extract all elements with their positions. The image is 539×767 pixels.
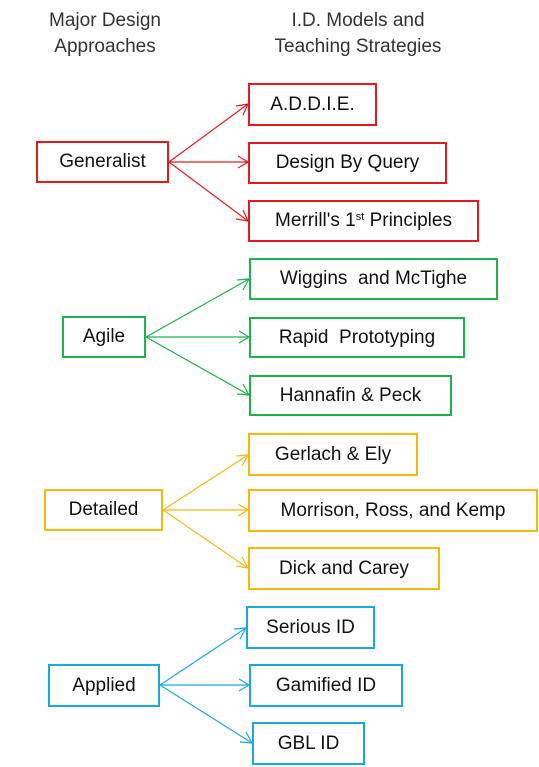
model-label-morrison-ross-kemp: Morrison, Ross, and Kemp xyxy=(280,499,506,521)
model-label-gbl-id: GBL ID xyxy=(277,732,340,754)
merrill-ordinal-suffix: st xyxy=(355,211,365,223)
model-box-wiggins-mctighe: Wiggins and McTighe xyxy=(249,258,498,300)
model-box-merrills-principles: Merrill's 1st Principles xyxy=(248,200,479,242)
generalist-arrows xyxy=(168,103,250,222)
model-box-rapid-prototyping: Rapid Prototyping xyxy=(249,317,465,358)
model-label-dick-carey: Dick and Carey xyxy=(279,557,409,579)
approaches-header-line-2: Approaches xyxy=(54,36,156,57)
approaches-header-line-1: Major Design xyxy=(49,10,161,31)
model-label-wiggins-mctighe: Wiggins and McTighe xyxy=(279,268,468,289)
model-box-gbl-id: GBL ID xyxy=(252,722,365,765)
models-header-line-1: I.D. Models and xyxy=(291,10,425,31)
applied-arrows xyxy=(159,627,254,744)
arrow-applied-gbl xyxy=(159,684,253,744)
agile-arrows xyxy=(145,278,251,396)
arrow-applied-serious xyxy=(159,627,247,686)
model-label-gamified-id: Gamified ID xyxy=(275,674,377,696)
merrill-text-end: Principles xyxy=(364,210,452,231)
model-box-gerlach-ely: Gerlach & Ely xyxy=(248,433,418,476)
approach-box-agile: Agile xyxy=(62,316,146,358)
model-label-design-by-query: Design By Query xyxy=(275,152,420,173)
model-box-design-by-query: Design By Query xyxy=(248,142,447,184)
approach-label-agile: Agile xyxy=(82,326,126,347)
model-box-dick-carey: Dick and Carey xyxy=(248,547,440,590)
model-label-gerlach-ely: Gerlach & Ely xyxy=(274,443,392,465)
arrow-agile-wiggins xyxy=(145,278,250,338)
approach-box-detailed: Detailed xyxy=(44,489,163,531)
approach-label-applied: Applied xyxy=(72,674,136,696)
model-box-hannafin-peck: Hannafin & Peck xyxy=(249,375,452,416)
detailed-arrows xyxy=(162,454,250,569)
arrow-detailed-dick xyxy=(162,509,249,569)
approach-box-generalist: Generalist xyxy=(36,141,169,183)
arrow-detailed-gerlach xyxy=(162,454,249,511)
approach-label-detailed: Detailed xyxy=(68,499,139,520)
model-box-gamified-id: Gamified ID xyxy=(249,664,403,707)
arrow-generalist-addie xyxy=(168,103,249,163)
model-box-addie: A.D.D.I.E. xyxy=(248,83,377,126)
model-label-serious-id: Serious ID xyxy=(266,616,355,638)
merrill-text-start: Merrill's 1 xyxy=(275,210,356,231)
approach-box-applied: Applied xyxy=(48,664,160,707)
approaches-header: Major Design Approaches xyxy=(10,8,200,60)
models-header: I.D. Models and Teaching Strategies xyxy=(236,8,480,60)
model-box-morrison-ross-kemp: Morrison, Ross, and Kemp xyxy=(248,489,538,532)
arrow-agile-hannafin xyxy=(145,336,250,396)
model-box-serious-id: Serious ID xyxy=(246,606,375,649)
model-label-hannafin-peck: Hannafin & Peck xyxy=(279,384,422,406)
model-label-merrills-principles: Merrill's 1st Principles xyxy=(275,210,452,232)
arrow-generalist-merrill xyxy=(168,161,249,222)
model-label-rapid-prototyping: Rapid Prototyping xyxy=(278,326,436,348)
model-label-addie: A.D.D.I.E. xyxy=(270,93,355,115)
approach-label-generalist: Generalist xyxy=(59,151,146,172)
models-header-line-2: Teaching Strategies xyxy=(274,36,442,57)
